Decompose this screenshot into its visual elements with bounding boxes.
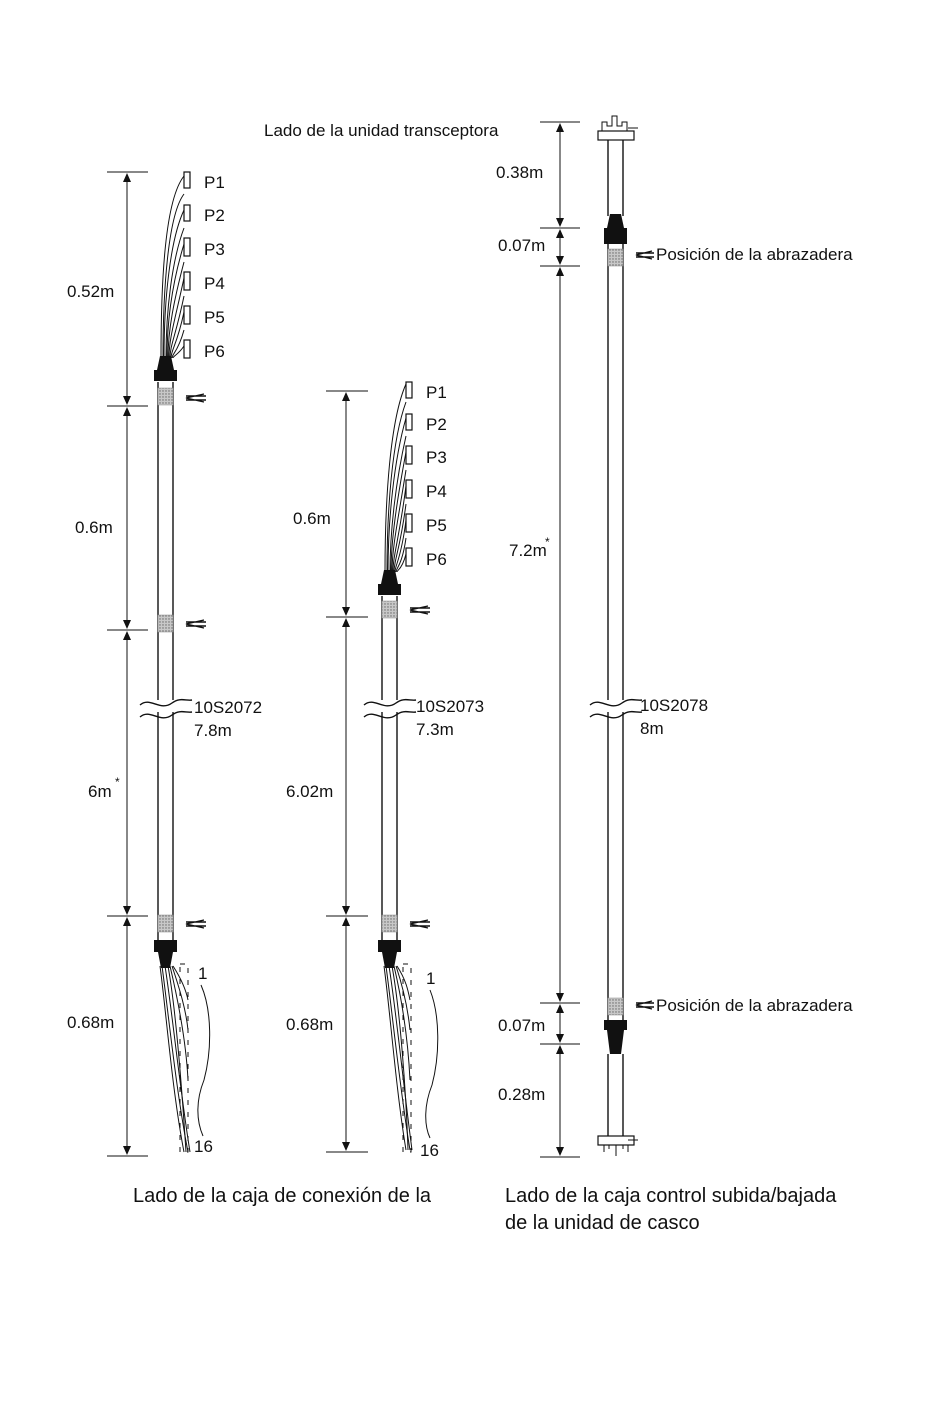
dimension-label: 0.52m (67, 282, 114, 301)
connector-label: P1 (426, 383, 447, 402)
cable-body (363, 596, 417, 942)
connector-label: P5 (426, 516, 447, 535)
footnote-mark: * (545, 535, 550, 549)
clamp-arrow-icon (185, 393, 206, 403)
clamp-band (381, 914, 398, 933)
cable-length: 8m (640, 719, 664, 738)
clamp-band (381, 600, 398, 619)
clamp-band (157, 387, 174, 406)
dimension-line (107, 171, 148, 1157)
pin-range-bracket (197, 984, 211, 1137)
cable-10s2073: P1 P2 P3 P4 P5 P6 (282, 381, 484, 1160)
cable-10s2072: P1 P2 P3 P4 P5 P6 (62, 171, 262, 1157)
connector-label: P3 (204, 240, 225, 259)
dimension-line (326, 390, 368, 1153)
cable-body (139, 382, 193, 942)
pin-range-bracket (425, 989, 439, 1139)
dimension-label: 6.02m (286, 782, 333, 801)
part-number: 10S2078 (640, 696, 708, 715)
terminal-connector (597, 1135, 638, 1156)
connector-label: P1 (204, 173, 225, 192)
part-number: 10S2073 (416, 697, 484, 716)
connector-p6: P6 (405, 547, 447, 569)
dimension-label: 0.38m (496, 163, 543, 182)
dimension-label: 0.6m (75, 518, 113, 537)
pin-last-label: 16 (194, 1137, 213, 1156)
footnote-mark: * (115, 775, 120, 789)
connector-label: P5 (204, 308, 225, 327)
connector-boot (604, 1020, 627, 1054)
clamp-position-label: Posición de la abrazadera (656, 245, 853, 264)
connector-boot (604, 214, 627, 244)
pin-bundle (383, 963, 413, 1153)
caption-right-line2: de la unidad de casco (505, 1212, 700, 1234)
connector-label: P4 (426, 482, 447, 501)
dimension-label: 0.28m (498, 1085, 545, 1104)
fan-out-wires (384, 383, 407, 573)
connector-label: P4 (204, 274, 225, 293)
connector-boot (154, 940, 177, 968)
clamp-arrow-icon (635, 1000, 654, 1010)
clamp-arrow-icon (635, 250, 654, 260)
connector-boot (378, 940, 401, 968)
connector-p4: P4 (405, 479, 447, 501)
pin-first-label: 1 (426, 969, 435, 988)
clamp-band (607, 997, 624, 1016)
connector-p3: P3 (405, 445, 447, 467)
dimension-line (540, 121, 580, 1158)
dimension-label: 0.68m (286, 1015, 333, 1034)
dimension-label: 7.2m (509, 541, 547, 560)
pin-last-label: 16 (420, 1141, 439, 1160)
connector-p2: P2 (183, 204, 225, 225)
connector-label: P6 (426, 550, 447, 569)
dimension-label: 0.6m (293, 509, 331, 528)
cable-length: 7.3m (416, 720, 454, 739)
connector-p2: P2 (405, 413, 447, 434)
dimension-label: 0.07m (498, 1016, 545, 1035)
cable-10s2078: Lado de la unidad transceptora Posición … (264, 115, 853, 1158)
clamp-position-label: Posición de la abrazadera (656, 996, 853, 1015)
cable-body (589, 140, 643, 1136)
connector-p1: P1 (183, 171, 225, 192)
connector-p4: P4 (183, 271, 225, 293)
clamp-arrow-icon (409, 919, 430, 929)
connector-boot (154, 356, 177, 381)
terminal-connector (597, 115, 638, 141)
connector-label: P2 (204, 206, 225, 225)
clamp-arrow-icon (409, 605, 430, 615)
connector-p3: P3 (183, 237, 225, 259)
transceiver-side-label: Lado de la unidad transceptora (264, 121, 499, 140)
connector-p5: P5 (405, 513, 447, 535)
clamp-arrow-icon (185, 619, 206, 629)
dimension-label: 0.07m (498, 236, 545, 255)
connector-boot (378, 570, 401, 595)
pin-bundle (159, 963, 191, 1153)
clamp-band (607, 248, 624, 267)
connector-label: P6 (204, 342, 225, 361)
connector-p5: P5 (183, 305, 225, 327)
connector-label: P2 (426, 415, 447, 434)
connector-label: P3 (426, 448, 447, 467)
fan-out-wires (160, 175, 185, 359)
part-number: 10S2072 (194, 698, 262, 717)
clamp-arrow-icon (185, 919, 206, 929)
connector-p6: P6 (183, 339, 225, 361)
caption-right-line1: Lado de la caja control subida/bajada (505, 1185, 837, 1207)
pin-first-label: 1 (198, 964, 207, 983)
dimension-label: 6m (88, 782, 112, 801)
clamp-band (157, 614, 174, 633)
caption-left: Lado de la caja de conexión de la (133, 1185, 432, 1207)
cable-length: 7.8m (194, 721, 232, 740)
connector-p1: P1 (405, 381, 447, 402)
clamp-band (157, 914, 174, 933)
dimension-label: 0.68m (67, 1013, 114, 1032)
